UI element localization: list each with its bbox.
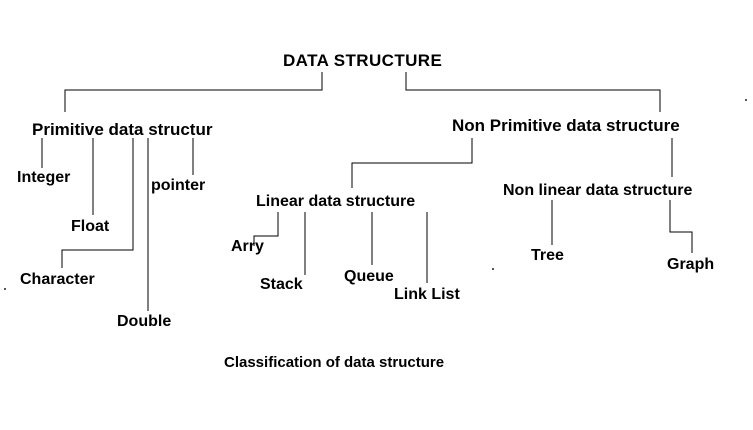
node-data-structure: DATA STRUCTURE (283, 51, 443, 70)
node-stack: Stack (260, 276, 303, 293)
node-non-primitive-data-structure: Non Primitive data structure (452, 116, 680, 135)
scan-artifact-right (745, 99, 747, 101)
diagram-caption: Classification of data structure (224, 354, 445, 371)
edge-linear-arry (253, 212, 279, 246)
node-arry: Arry (231, 238, 264, 255)
node-float: Float (71, 218, 110, 235)
edge-root-to-non-primitive (405, 72, 661, 112)
node-link-list: Link List (394, 286, 460, 303)
node-tree: Tree (531, 247, 564, 264)
node-queue: Queue (344, 268, 394, 285)
edge-root-to-primitive (64, 72, 323, 112)
node-pointer: pointer (151, 177, 206, 194)
node-primitive-data-structure: Primitive data structur (32, 120, 213, 139)
node-graph: Graph (667, 256, 715, 273)
node-character: Character (20, 271, 95, 288)
node-non-linear-data-structure: Non linear data structure (503, 182, 693, 199)
scan-artifact-middle (492, 268, 494, 270)
node-linear-data-structure: Linear data structure (256, 193, 416, 210)
node-double: Double (117, 313, 172, 330)
node-integer: Integer (17, 169, 71, 186)
scan-artifact-left (4, 288, 6, 290)
edge-non-primitive-linear (351, 138, 473, 188)
edge-primitive-character (61, 138, 134, 268)
edge-non-linear-graph (669, 200, 693, 253)
